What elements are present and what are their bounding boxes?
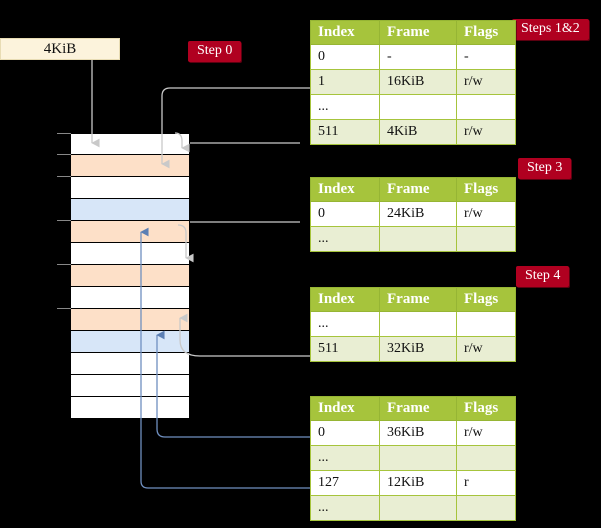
memory-row-tick [57,154,71,155]
memory-row-tick [57,264,71,265]
cell-flags: - [456,44,516,70]
column-header-frame: Frame [379,20,457,45]
cell-flags: r [456,470,516,496]
cell-index: 1 [310,69,380,95]
cell-flags: r/w [456,119,516,145]
memory-frame-row [70,331,190,353]
cell-index: ... [310,226,380,252]
cell-frame: 32KiB [379,336,457,362]
column-header-flags: Flags [456,20,516,45]
virtual-address-box: 4KiB [0,38,120,60]
cell-frame: 16KiB [379,69,457,95]
cell-flags [456,94,516,120]
column-header-flags: Flags [456,396,516,421]
memory-row-tick [57,133,71,134]
column-header-frame: Frame [379,396,457,421]
cell-index: 0 [310,420,380,446]
table-row: ... [310,94,516,120]
memory-frame-row [57,176,190,199]
table-row: ... [310,495,516,521]
physical-memory-column [57,133,190,419]
memory-frame-row [57,133,190,155]
cell-frame: 12KiB [379,470,457,496]
cell-frame: 4KiB [379,119,457,145]
column-header-flags: Flags [456,177,516,202]
column-header-flags: Flags [456,287,516,312]
memory-frame-row [70,243,190,265]
column-header-frame: Frame [379,177,457,202]
memory-row-tick [57,308,71,309]
cell-flags [456,495,516,521]
cell-index: 511 [310,119,380,145]
virtual-address-label: 4KiB [43,40,77,57]
cell-frame [379,311,457,337]
cell-frame: 24KiB [379,201,457,227]
column-header-index: Index [310,287,380,312]
memory-frame-row [57,154,190,177]
memory-row-tick [57,220,71,221]
cell-index: 0 [310,201,380,227]
memory-frame-row [70,199,190,221]
table-row: ... [310,445,516,471]
cell-frame [379,94,457,120]
cell-index: 127 [310,470,380,496]
cell-flags [456,311,516,337]
memory-frame-row [70,397,190,419]
memory-frame-row [70,353,190,375]
cell-frame: 36KiB [379,420,457,446]
cell-index: 511 [310,336,380,362]
column-header-index: Index [310,177,380,202]
memory-frame-row [70,287,190,309]
cell-index: ... [310,445,380,471]
cell-flags: r/w [456,201,516,227]
cell-flags: r/w [456,69,516,95]
cell-frame: - [379,44,457,70]
cell-flags: r/w [456,420,516,446]
memory-row-tick [57,176,71,177]
cell-flags [456,445,516,471]
cell-index: 0 [310,44,380,70]
cell-frame [379,495,457,521]
cell-flags [456,226,516,252]
table-row: 0-- [310,44,516,70]
table-row: ... [310,226,516,252]
badge-step-3: Step 3 [518,158,572,180]
cell-flags: r/w [456,336,516,362]
badge-steps-1-and-2: Steps 1&2 [512,19,589,41]
table-row: ... [310,311,516,337]
memory-frame-row [57,308,190,331]
cell-frame [379,226,457,252]
column-header-index: Index [310,20,380,45]
badge-step-0: Step 0 [188,41,242,63]
memory-frame-row [57,264,190,287]
cell-index: ... [310,311,380,337]
column-header-frame: Frame [379,287,457,312]
column-header-index: Index [310,396,380,421]
cell-frame [379,445,457,471]
cell-index: ... [310,495,380,521]
badge-step-4: Step 4 [516,266,570,288]
memory-frame-row [70,375,190,397]
memory-frame-row [57,220,190,243]
cell-index: ... [310,94,380,120]
